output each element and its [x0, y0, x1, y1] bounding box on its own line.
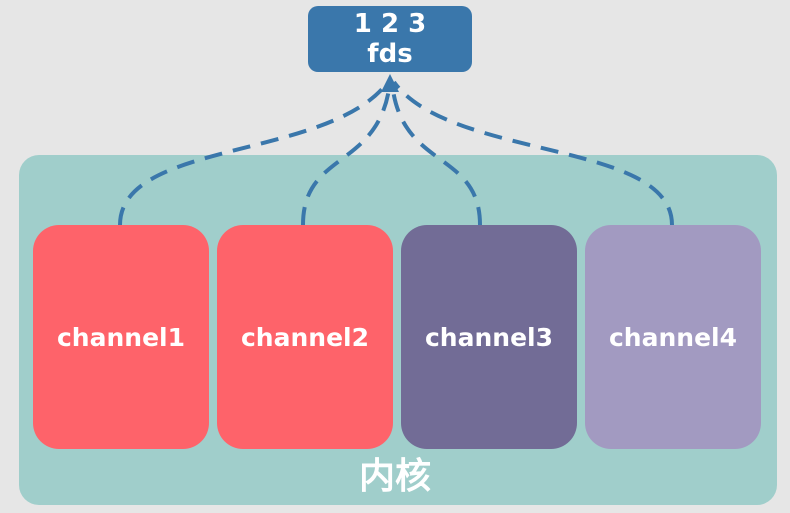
channel-4: channel4	[585, 225, 761, 449]
fds-box: 1 2 3 fds	[308, 6, 472, 72]
arrow-head-icon	[381, 74, 399, 92]
channel-label: channel3	[424, 322, 553, 352]
link-channel4	[392, 80, 674, 226]
link-channel3	[390, 81, 482, 226]
channel-2: channel2	[217, 225, 393, 449]
link-channel2	[301, 81, 392, 226]
fds-label: fds	[367, 39, 413, 69]
link-channel1	[118, 80, 390, 226]
fds-numbers: 1 2 3	[353, 9, 427, 39]
channel-1: channel1	[33, 225, 209, 449]
channel-3: channel3	[401, 225, 577, 449]
channel-label: channel2	[240, 322, 369, 352]
channel-label: channel4	[608, 322, 737, 352]
channel-label: channel1	[56, 322, 185, 352]
kernel-label: 内核	[358, 456, 431, 497]
